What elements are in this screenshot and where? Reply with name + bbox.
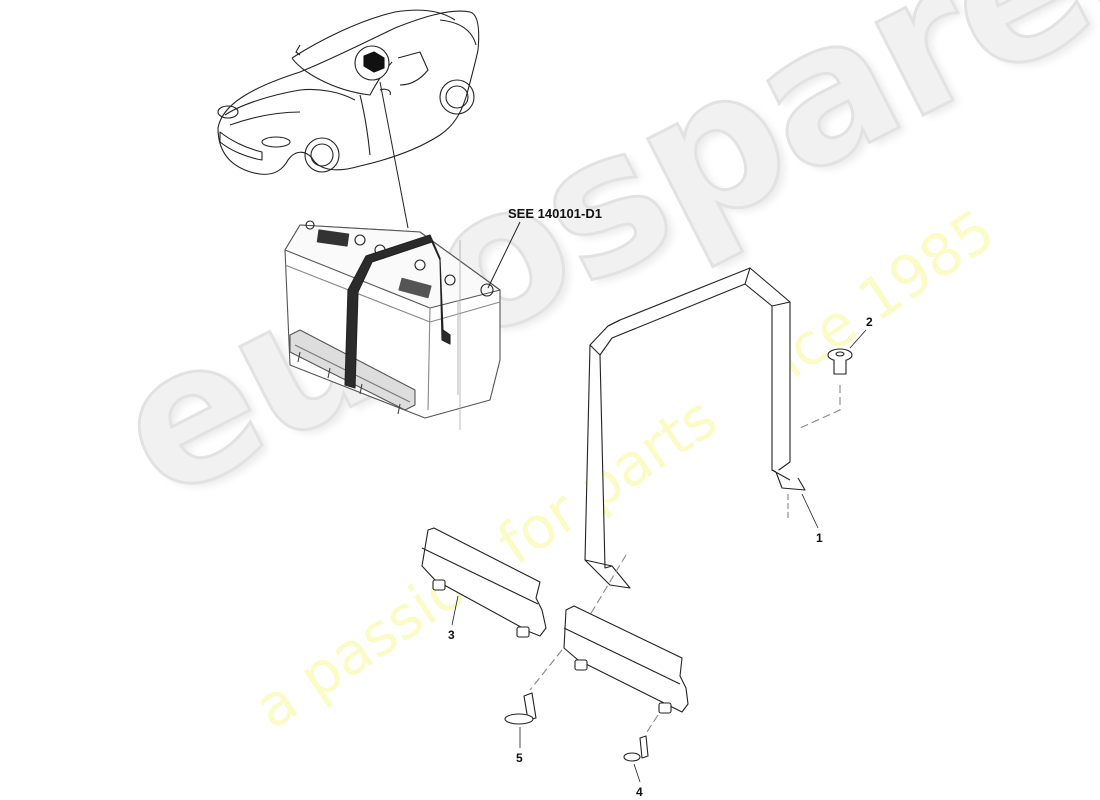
- part-5-bolt: [504, 692, 537, 725]
- part-4-bolt: [623, 735, 649, 762]
- callout-3[interactable]: 3: [448, 628, 455, 642]
- battery-illustration: [284, 220, 501, 419]
- callout-1[interactable]: 1: [816, 531, 823, 545]
- callout-5[interactable]: 5: [516, 751, 523, 765]
- callout-4[interactable]: 4: [636, 785, 643, 799]
- callout-2[interactable]: 2: [866, 315, 873, 329]
- part-1-strap-bracket: [584, 267, 806, 589]
- part-2-flange-bolt: [827, 348, 853, 375]
- part-3-clamp-rail-left: [421, 527, 547, 638]
- see-reference-label: SEE 140101-D1: [508, 206, 602, 221]
- clamp-rail-right: [563, 605, 689, 714]
- car-overview-illustration: [217, 9, 480, 175]
